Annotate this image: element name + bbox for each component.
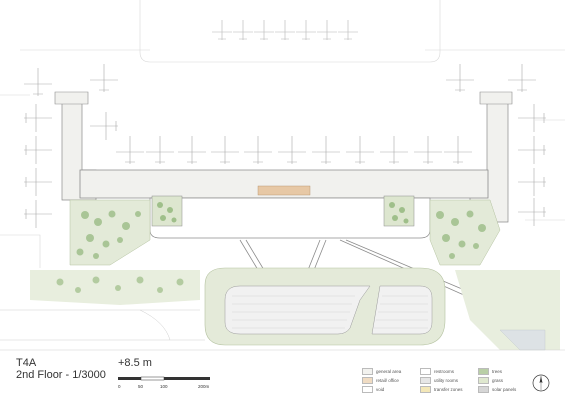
airplane-icon xyxy=(24,200,52,228)
north-arrow-icon xyxy=(532,374,550,392)
legend-swatch xyxy=(420,377,431,384)
legend-item: restrooms xyxy=(420,368,454,375)
airplane-icon xyxy=(317,20,337,40)
elevation-label: +8.5 m xyxy=(118,357,152,369)
main-concourse xyxy=(79,169,489,239)
legend-item: transfer zones xyxy=(420,386,463,393)
legend-swatch xyxy=(362,368,373,375)
apron-taxiways xyxy=(0,0,565,268)
scale-tick-200: 200m xyxy=(198,384,210,389)
airplane-icon xyxy=(24,168,52,196)
legend-item: utility rooms xyxy=(420,377,458,384)
legend-label: restrooms xyxy=(434,369,455,374)
parking-island xyxy=(204,267,446,346)
legend-label: transfer zones xyxy=(434,387,463,392)
legend-swatch xyxy=(420,386,431,393)
airplane-icon xyxy=(446,64,474,92)
legend-label: solar panels xyxy=(492,387,517,392)
central-retail-block xyxy=(257,185,311,196)
airplane-icon xyxy=(233,20,253,40)
scale-tick-100: 100 xyxy=(160,384,168,389)
airplane-icon xyxy=(24,136,52,164)
drawing-title-block: T4A 2nd Floor - 1/3000 xyxy=(16,357,106,381)
scale-tick-0: 0 xyxy=(118,384,121,389)
gate-aircraft xyxy=(24,64,546,228)
terminal-name: T4A xyxy=(16,357,37,369)
airplane-icon xyxy=(178,136,206,164)
airplane-icon xyxy=(24,104,52,132)
legend-label: general area xyxy=(376,369,402,374)
legend-label: void xyxy=(376,387,385,392)
airplane-icon xyxy=(518,104,546,132)
landscape-right xyxy=(429,199,501,266)
legend-swatch xyxy=(362,377,373,384)
airplane-icon xyxy=(90,64,118,92)
airplane-icon xyxy=(254,20,274,40)
airplane-icon xyxy=(211,136,239,164)
remote-aircraft-row xyxy=(212,20,358,40)
airplane-icon xyxy=(518,198,546,226)
scale-tick-50: 50 xyxy=(138,384,144,389)
legend-swatch xyxy=(478,386,489,393)
legend-label: trees xyxy=(492,369,503,374)
legend-swatch xyxy=(420,368,431,375)
legend-label: utility rooms xyxy=(434,378,459,383)
airplane-icon xyxy=(338,20,358,40)
airplane-icon xyxy=(414,136,442,164)
airplane-icon xyxy=(212,20,232,40)
legend-item: grass xyxy=(478,377,503,384)
legend-label: retail/ office xyxy=(376,378,399,383)
landscape-left xyxy=(69,199,151,266)
airplane-icon xyxy=(380,136,408,164)
airplane-icon xyxy=(312,136,340,164)
legend-swatch xyxy=(478,377,489,384)
airplane-icon xyxy=(518,168,546,196)
legend-item: void xyxy=(362,386,384,393)
legend-item: solar panels xyxy=(478,386,516,393)
airplane-icon xyxy=(508,64,536,92)
airplane-icon xyxy=(24,68,52,96)
airplane-icon xyxy=(444,136,472,164)
airplane-icon xyxy=(278,136,306,164)
scale-bar: 0 50 100 200m xyxy=(118,376,210,389)
airplane-icon xyxy=(275,20,295,40)
legend-swatch xyxy=(362,386,373,393)
legend-swatch xyxy=(478,368,489,375)
legend-item: retail/ office xyxy=(362,377,399,384)
airplane-icon xyxy=(116,136,144,164)
right-void-courtyard xyxy=(383,195,415,227)
ground-landscape xyxy=(0,270,565,351)
airplane-icon xyxy=(296,20,316,40)
left-void-courtyard xyxy=(151,195,183,227)
legend-label: grass xyxy=(492,378,504,383)
airplane-icon xyxy=(90,112,118,140)
airplane-icon xyxy=(346,136,374,164)
floor-label: 2nd Floor - 1/3000 xyxy=(16,369,106,381)
airplane-icon xyxy=(146,136,174,164)
airplane-icon xyxy=(518,136,546,164)
airplane-icon xyxy=(244,136,272,164)
legend-item: trees xyxy=(478,368,502,375)
legend-item: general area xyxy=(362,368,401,375)
